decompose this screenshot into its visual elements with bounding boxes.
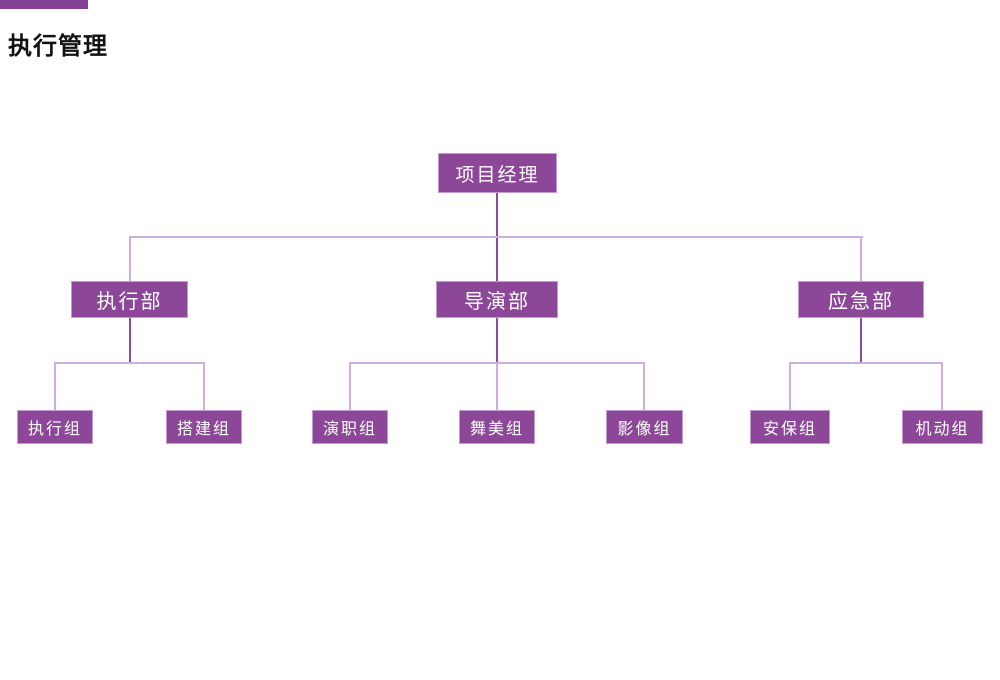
org-node-label: 舞美组 [469,421,524,438]
org-node-label: 演职组 [322,421,377,438]
org-node-team-yanzhi: 演职组 [312,410,388,444]
connector-execution-horizontal [54,362,205,364]
connector-drop-team-zhixing [54,364,56,410]
org-node-team-dajian: 搭建组 [166,410,242,444]
connector-drop-team-yanzhi [349,364,351,410]
connector-execution-stem [129,318,131,363]
connector-emergency-stem [860,318,862,363]
org-node-label: 应急部 [828,291,894,313]
org-node-label: 影像组 [617,421,672,438]
connector-drop-team-yingxiang [643,364,645,410]
org-node-team-anbao: 安保组 [750,410,830,444]
org-node-dept-director: 导演部 [436,281,558,318]
connector-drop-dept-emergency [860,238,862,281]
connector-drop-team-wumei [496,364,498,410]
connector-drop-team-dajian [203,364,205,410]
connector-drop-dept-director [496,238,498,281]
connector-drop-team-jidong [941,364,943,410]
org-node-label: 机动组 [915,421,970,438]
connector-emergency-horizontal [789,362,943,364]
org-node-project-manager: 项目经理 [438,153,557,193]
org-node-label: 项目经理 [455,164,540,186]
connector-drop-team-anbao [789,364,791,410]
org-node-label: 执行部 [96,291,163,313]
org-node-dept-execution: 执行部 [71,281,188,318]
org-node-label: 执行组 [27,421,82,438]
org-node-label: 搭建组 [176,421,231,438]
org-node-team-yingxiang: 影像组 [606,410,683,444]
page-title: 执行管理 [8,33,108,60]
org-node-team-zhixing: 执行组 [17,410,93,444]
connector-level2-horizontal [129,236,863,238]
org-node-team-jidong: 机动组 [902,410,983,444]
org-node-label: 导演部 [464,291,530,313]
org-node-dept-emergency: 应急部 [798,281,924,318]
connector-root-stem [496,193,498,237]
connector-drop-dept-execution [129,238,131,281]
connector-director-horizontal [349,362,645,364]
connector-director-stem [496,318,498,363]
org-node-label: 安保组 [762,421,817,438]
accent-bar [0,0,88,9]
org-node-team-wumei: 舞美组 [459,410,535,444]
